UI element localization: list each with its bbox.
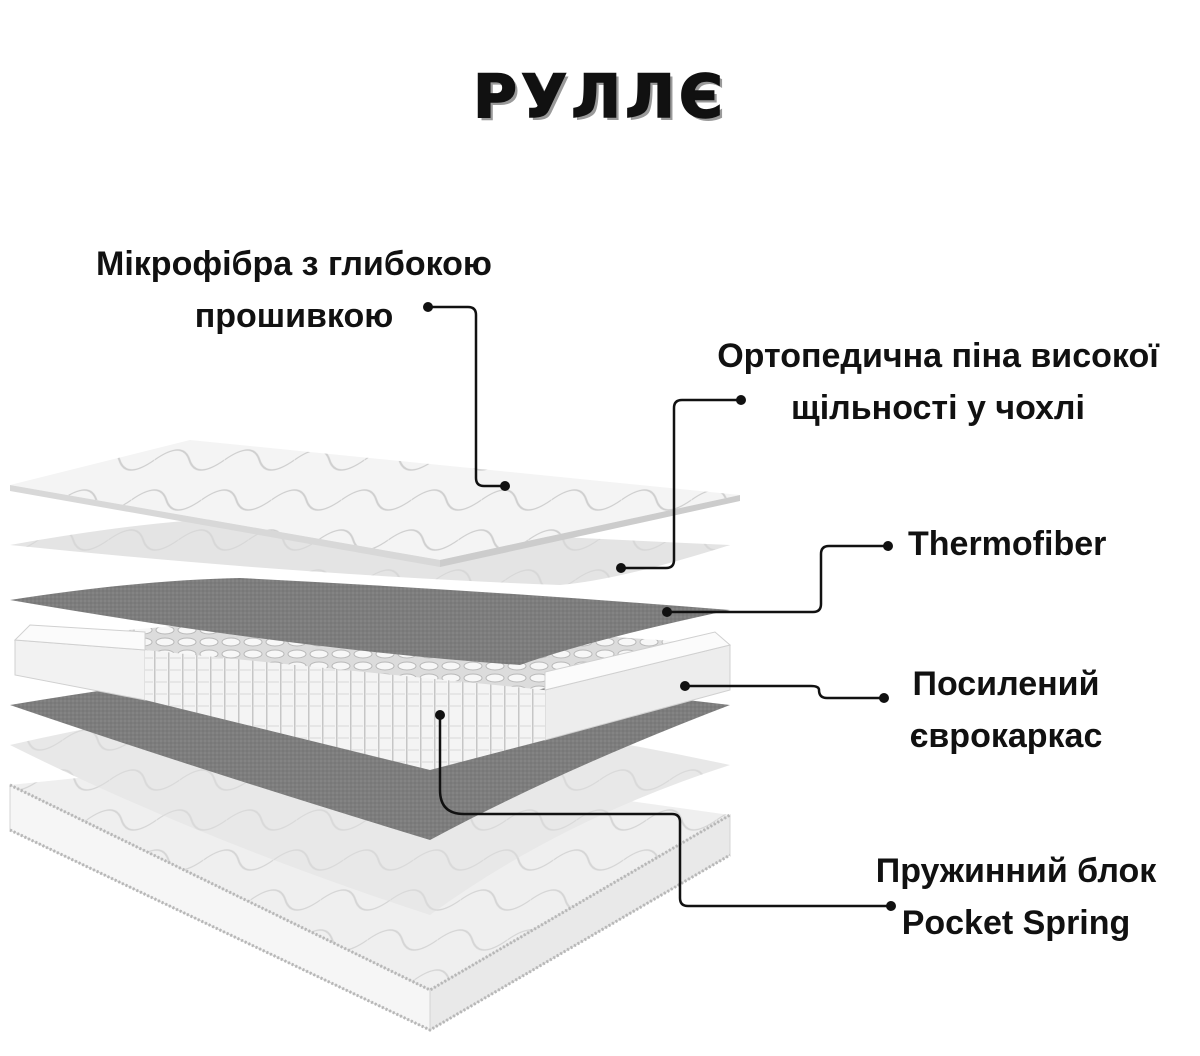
leader-lines: [428, 305, 891, 908]
label-frame-line1: Посилений: [912, 665, 1100, 703]
dot-springs-label: [886, 901, 896, 911]
dot-thermofiber-layer: [662, 607, 672, 617]
label-thermofiber: Thermofiber: [908, 518, 1106, 570]
brand-title: РУЛЛЄ: [472, 61, 727, 133]
label-euro-frame: Посилений єврокаркас: [890, 658, 1122, 762]
leader-line-microfiber: [428, 305, 505, 488]
label-pocket-spring: Пружинний блок Pocket Spring: [862, 845, 1170, 949]
label-orthopedic-line1: Ортопедична піна високої: [717, 337, 1159, 375]
dot-microfiber-layer: [500, 481, 510, 491]
label-frame-line2: єврокаркас: [909, 717, 1103, 755]
dot-frame-layer: [680, 681, 690, 691]
thermofiber-layer: [10, 578, 730, 665]
label-thermofiber-line1: Thermofiber: [908, 525, 1107, 563]
dot-frame-label: [879, 693, 889, 703]
microfiber-top-layer: [10, 440, 740, 567]
leader-line-orthopedic: [621, 398, 741, 570]
leader-line-frame: [685, 684, 884, 700]
label-springs-line2: Pocket Spring: [901, 904, 1131, 942]
leader-line-thermofiber: [667, 544, 888, 614]
dot-springs-layer: [435, 710, 445, 720]
dot-orthopedic-label: [736, 395, 746, 405]
label-microfiber: Мікрофібра з глибокою прошивкою: [82, 238, 506, 342]
dot-microfiber-label: [423, 302, 433, 312]
label-orthopedic-line2: щільності у чохлі: [791, 389, 1085, 427]
label-orthopedic-foam: Ортопедична піна високої щільності у чох…: [698, 330, 1178, 434]
label-microfiber-line1: Мікрофібра з глибокою: [96, 245, 492, 283]
leader-line-springs: [438, 715, 891, 908]
dot-orthopedic-layer: [616, 563, 626, 573]
label-springs-line1: Пружинний блок: [875, 852, 1157, 890]
leader-dots: [423, 302, 896, 911]
label-microfiber-line2: прошивкою: [194, 297, 394, 335]
dot-thermofiber-label: [883, 541, 893, 551]
